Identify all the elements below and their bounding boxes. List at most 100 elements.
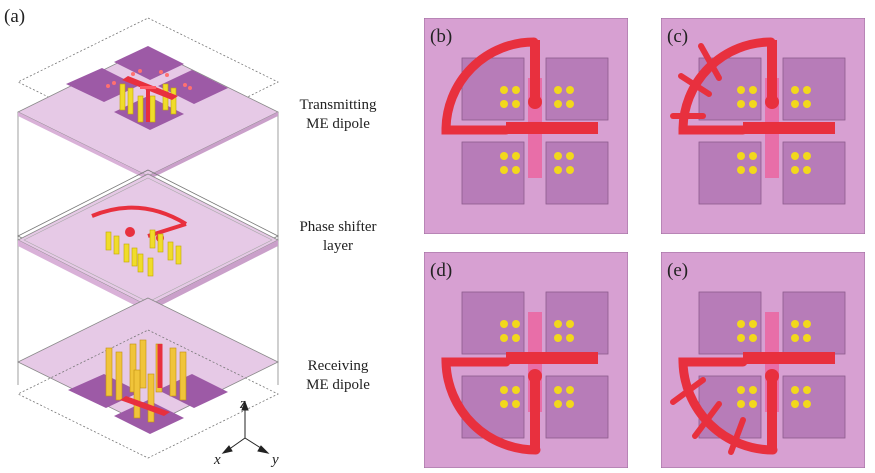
via <box>500 386 508 394</box>
radial-stub <box>678 73 712 97</box>
via <box>737 334 745 342</box>
via <box>749 166 757 174</box>
feed-via <box>528 95 542 109</box>
phase-shifter-layer <box>17 169 279 312</box>
via <box>749 334 757 342</box>
feed-vertical <box>530 378 540 448</box>
via <box>791 86 799 94</box>
via <box>566 386 574 394</box>
via <box>791 400 799 408</box>
via <box>749 152 757 160</box>
via <box>566 152 574 160</box>
radial-stub <box>698 43 722 81</box>
via <box>803 334 811 342</box>
transmitting-layer <box>17 17 279 180</box>
via <box>737 152 745 160</box>
via <box>803 152 811 160</box>
via <box>803 400 811 408</box>
via <box>791 152 799 160</box>
via <box>500 86 508 94</box>
coordinate-axes <box>221 400 270 454</box>
feed-bar <box>506 122 598 134</box>
via <box>803 320 811 328</box>
via <box>566 86 574 94</box>
via <box>791 334 799 342</box>
panel-tag: (c) <box>667 26 689 47</box>
via <box>512 86 520 94</box>
label-transmitting-line1: Transmitting <box>299 97 377 113</box>
via <box>737 400 745 408</box>
via <box>803 166 811 174</box>
via <box>500 320 508 328</box>
panel-3: (d) <box>423 251 629 469</box>
panel-drawing <box>423 17 629 235</box>
axis-y-label: y <box>272 452 279 468</box>
feed-bar <box>743 122 835 134</box>
label-receiving-line1: Receiving <box>307 358 369 374</box>
via <box>749 400 757 408</box>
via <box>554 386 562 394</box>
panel-drawing <box>423 251 629 469</box>
label-phase-shifter-line2: layer <box>323 238 353 254</box>
panel-2: (c) <box>660 17 866 235</box>
panel-tag: (e) <box>667 260 689 281</box>
panel-drawing <box>660 17 866 235</box>
via <box>512 100 520 108</box>
via <box>512 166 520 174</box>
via <box>737 166 745 174</box>
panel-a-label: (a) <box>4 6 26 27</box>
via <box>749 86 757 94</box>
label-phase-shifter: Phase shifter layer <box>268 218 408 256</box>
via <box>737 100 745 108</box>
via <box>554 166 562 174</box>
feed-via <box>765 369 779 383</box>
via <box>512 320 520 328</box>
panel-drawing <box>660 251 866 469</box>
via <box>500 166 508 174</box>
radial-stub <box>728 417 746 455</box>
feed-bar <box>506 352 598 364</box>
via <box>803 386 811 394</box>
axis-z-label: z <box>240 396 246 412</box>
radial-stub <box>692 401 722 439</box>
phase-arc <box>441 37 539 135</box>
via <box>512 334 520 342</box>
via <box>749 320 757 328</box>
feed-via <box>528 369 542 383</box>
via <box>554 320 562 328</box>
via <box>566 320 574 328</box>
label-receiving: Receiving ME dipole <box>268 357 408 395</box>
via <box>512 386 520 394</box>
label-receiving-line2: ME dipole <box>306 377 370 393</box>
patch-bottom-right <box>782 141 846 205</box>
via <box>803 86 811 94</box>
feed-bar <box>743 352 835 364</box>
panel-4: (e) <box>660 251 866 469</box>
patch-bottom-right <box>782 375 846 439</box>
feed-via <box>765 95 779 109</box>
via <box>554 100 562 108</box>
label-transmitting: Transmitting ME dipole <box>268 96 408 134</box>
via <box>554 86 562 94</box>
receiving-layer <box>17 297 279 459</box>
label-transmitting-line2: ME dipole <box>306 116 370 132</box>
panel-tag: (b) <box>430 26 453 47</box>
feed-vertical <box>767 40 777 102</box>
via <box>512 152 520 160</box>
via <box>749 386 757 394</box>
via <box>803 100 811 108</box>
via <box>500 334 508 342</box>
patch-bottom-right <box>545 141 609 205</box>
via <box>737 86 745 94</box>
phase-arc <box>441 357 541 455</box>
feed-vertical <box>767 378 777 448</box>
via <box>566 400 574 408</box>
via <box>500 400 508 408</box>
feed-vertical <box>530 40 540 102</box>
via <box>791 386 799 394</box>
via <box>566 334 574 342</box>
via <box>500 152 508 160</box>
via <box>737 320 745 328</box>
panel-1: (b) <box>423 17 629 235</box>
